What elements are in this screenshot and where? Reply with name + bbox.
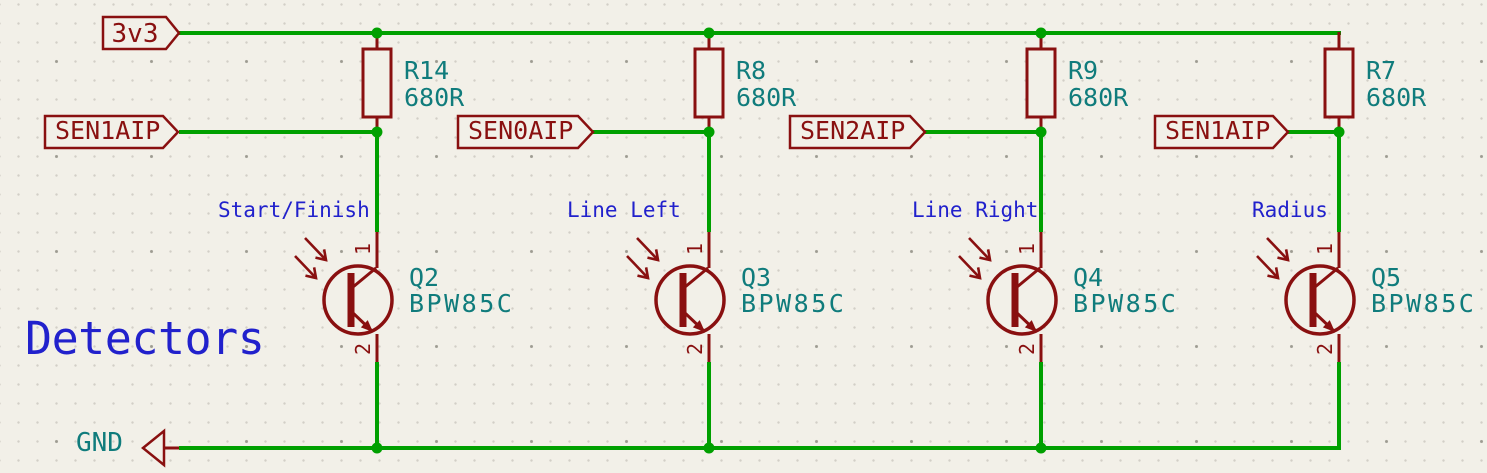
junction-dot — [703, 27, 715, 39]
global-label-col1[interactable]: SEN1AIP — [55, 116, 161, 145]
resistor-ref-col1[interactable]: R14 — [404, 56, 450, 85]
caption-col2[interactable]: Line Left — [567, 198, 681, 222]
global-label-shape-col1[interactable] — [43, 114, 180, 150]
junction-dot — [1333, 126, 1345, 138]
pin-number-1-col4: 1 — [1313, 242, 1337, 256]
global-label-shape-col4[interactable] — [1153, 114, 1290, 150]
junction-dot — [1035, 27, 1047, 39]
transistor-ref-col2[interactable]: Q3 — [741, 263, 772, 292]
power-label-3v3-shape[interactable] — [101, 15, 181, 51]
phototransistor-symbol-Q2[interactable] — [295, 232, 392, 362]
pin-number-1-col1: 1 — [351, 242, 375, 256]
pin-number-1-col3: 1 — [1015, 242, 1039, 256]
resistor-ref-col2[interactable]: R8 — [736, 56, 767, 85]
junction-dot — [703, 126, 715, 138]
resistor-value-col1[interactable]: 680R — [404, 83, 465, 112]
caption-col1[interactable]: Start/Finish — [218, 198, 370, 222]
resistor-symbol-R14[interactable] — [361, 30, 393, 135]
pin-number-1-col2: 1 — [683, 242, 707, 256]
junction-dot — [371, 27, 383, 39]
transistor-value-col4[interactable]: BPW85C — [1371, 289, 1477, 318]
resistor-ref-col3[interactable]: R9 — [1068, 56, 1099, 85]
transistor-value-col1[interactable]: BPW85C — [409, 289, 515, 318]
transistor-ref-col1[interactable]: Q2 — [409, 263, 440, 292]
resistor-symbol-R7[interactable] — [1323, 30, 1355, 135]
transistor-value-col2[interactable]: BPW85C — [741, 289, 847, 318]
transistor-ref-col3[interactable]: Q4 — [1073, 263, 1104, 292]
power-label-3v3[interactable]: 3v3 — [111, 19, 159, 49]
pin-number-2-col3: 2 — [1015, 342, 1039, 356]
junction-dot — [371, 126, 383, 138]
pin-number-2-col1: 2 — [351, 342, 375, 356]
pin-number-2-col4: 2 — [1313, 342, 1337, 356]
global-label-col4[interactable]: SEN1AIP — [1165, 116, 1271, 145]
sheet-title-note[interactable]: Detectors — [25, 312, 265, 365]
phototransistor-symbol-Q3[interactable] — [627, 232, 724, 362]
global-label-shape-col3[interactable] — [788, 114, 927, 150]
junction-dot — [703, 442, 715, 454]
caption-col4[interactable]: Radius — [1252, 198, 1328, 222]
junction-dot — [1035, 442, 1047, 454]
resistor-value-col2[interactable]: 680R — [736, 83, 797, 112]
resistor-ref-col4[interactable]: R7 — [1366, 56, 1397, 85]
transistor-value-col3[interactable]: BPW85C — [1073, 289, 1179, 318]
global-label-col2[interactable]: SEN0AIP — [468, 116, 574, 145]
caption-col3[interactable]: Line Right — [912, 198, 1039, 222]
resistor-value-col3[interactable]: 680R — [1068, 83, 1129, 112]
resistor-symbol-R9[interactable] — [1025, 30, 1057, 135]
gnd-label-arrow-shape[interactable] — [141, 428, 166, 468]
global-label-shape-col2[interactable] — [456, 114, 595, 150]
junction-dot — [371, 442, 383, 454]
transistor-ref-col4[interactable]: Q5 — [1371, 263, 1402, 292]
phototransistor-symbol-Q4[interactable] — [959, 232, 1056, 362]
power-label-gnd[interactable]: GND — [76, 428, 123, 458]
resistor-symbol-R8[interactable] — [693, 30, 725, 135]
phototransistor-symbol-Q5[interactable] — [1257, 232, 1354, 362]
junction-dot — [1035, 126, 1047, 138]
pin-number-2-col2: 2 — [683, 342, 707, 356]
global-label-col3[interactable]: SEN2AIP — [800, 116, 906, 145]
resistor-value-col4[interactable]: 680R — [1366, 83, 1427, 112]
